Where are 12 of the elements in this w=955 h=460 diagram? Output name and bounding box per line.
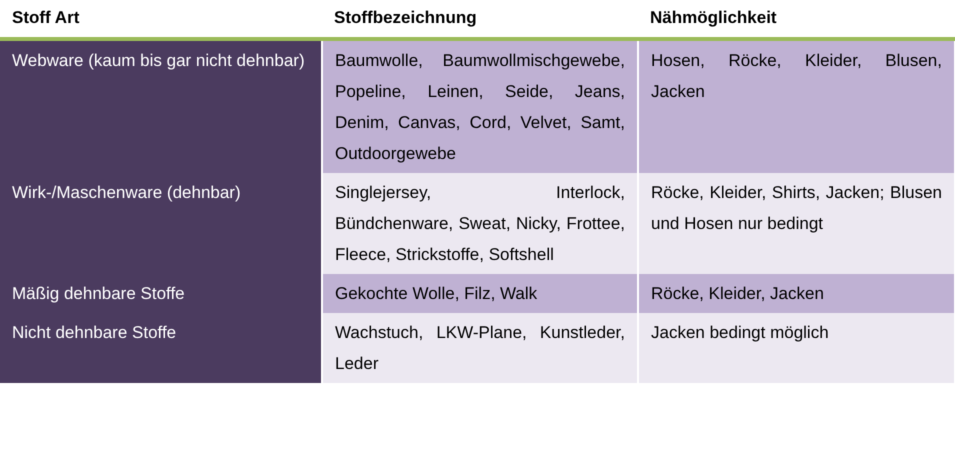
row-header-cell: Nicht dehnbare Stoffe [0,313,322,383]
table-cell: Wachstuch, LKW-Plane, Kunstleder, Leder [322,313,638,383]
table-cell: Baumwolle, Baumwollmischgewebe, Popeline, Leinen, Seide, Jeans, Denim, Canvas, Cord, Velvet, Samt, Outdoorgewebe [322,39,638,173]
table-cell: Jacken bedingt möglich [638,313,955,383]
table-cell: Röcke, Kleider, Shirts, Jacken; Blusen und Hosen nur bedingt [638,173,955,274]
table-cell: Hosen, Röcke, Kleider, Blusen, Jacken [638,39,955,173]
table-cell: Gekochte Wolle, Filz, Walk [322,274,638,313]
row-header-cell: Wirk-/Maschenware (dehnbar) [0,173,322,274]
table-cell: Singlejersey, Interlock, Bündchenware, Sweat, Nicky, Frottee, Fleece, Strickstoffe, Softshell [322,173,638,274]
row-header-cell: Webware (kaum bis gar nicht dehnbar) [0,39,322,173]
row-header-cell: Mäßig dehnbare Stoffe [0,274,322,313]
table-cell: Röcke, Kleider, Jacken [638,274,955,313]
